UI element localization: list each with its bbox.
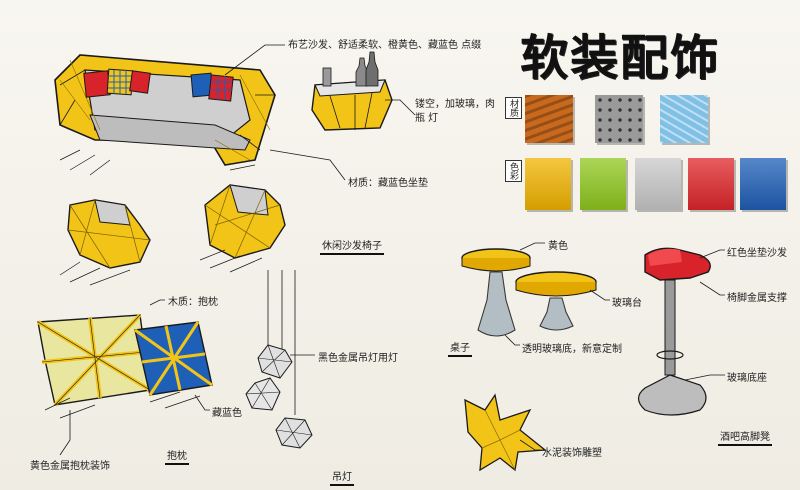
bar-stool-sketch <box>637 247 711 416</box>
pillow-note-blue: 藏蓝色 <box>212 408 242 419</box>
stool-top-note: 红色坐垫沙发 <box>727 248 787 259</box>
armchair-right-sketch <box>199 184 286 273</box>
texture-swatch-2 <box>595 95 643 143</box>
pillow-sketches <box>36 313 213 419</box>
color-row-label: 色彩 <box>505 160 522 182</box>
page-title: 软装配饰 <box>520 30 721 86</box>
sofa-sketch <box>54 54 276 176</box>
stool-mid-note: 椅脚金属支撑 <box>727 293 787 304</box>
corner-note: 黄色金属抱枕装饰 <box>30 461 110 472</box>
tag-pillows: 抱枕 <box>165 447 189 465</box>
armchair-left-sketch <box>59 199 151 286</box>
pillow-note: 木质：抱枕 <box>168 297 218 308</box>
lamp-note: 黑色金属吊灯用灯 <box>318 353 398 364</box>
bar-table-base-note: 透明玻璃底，新意定制 <box>522 344 622 355</box>
color-swatch-2 <box>580 158 626 210</box>
color-swatch-4 <box>688 158 734 210</box>
color-swatch-5 <box>740 158 786 210</box>
texture-row-label: 材质 <box>505 97 522 119</box>
tag-stool: 酒吧高脚凳 <box>718 428 772 446</box>
tag-lamps: 吊灯 <box>330 468 354 486</box>
texture-swatch-3 <box>660 95 708 143</box>
armchair-note: 材质：藏蓝色坐垫 <box>348 178 428 189</box>
stool-base-note: 玻璃底座 <box>727 373 767 384</box>
leader-lines <box>59 44 725 456</box>
sofa-note: 布艺沙发、舒适柔软、橙黄色、藏蓝色 点缀 <box>288 40 482 51</box>
tag-armchair: 休闲沙发椅子 <box>320 237 384 255</box>
table-note: 镂空，加玻璃，肉瓶 灯 <box>415 99 495 124</box>
bar-table-top-note: 黄色 <box>548 241 568 252</box>
bar-table-sketches <box>461 248 597 337</box>
sculpture-note: 水泥装饰雕塑 <box>542 448 602 459</box>
pendant-lamp-sketches <box>245 270 313 449</box>
bar-table-note: 玻璃台 <box>612 298 642 309</box>
coffee-table-sketch <box>311 51 393 131</box>
sculpture-sketch <box>464 393 547 472</box>
color-swatch-1 <box>525 158 571 210</box>
texture-swatch-1 <box>525 95 573 143</box>
color-swatch-3 <box>635 158 681 210</box>
tag-tables: 桌子 <box>448 339 472 357</box>
